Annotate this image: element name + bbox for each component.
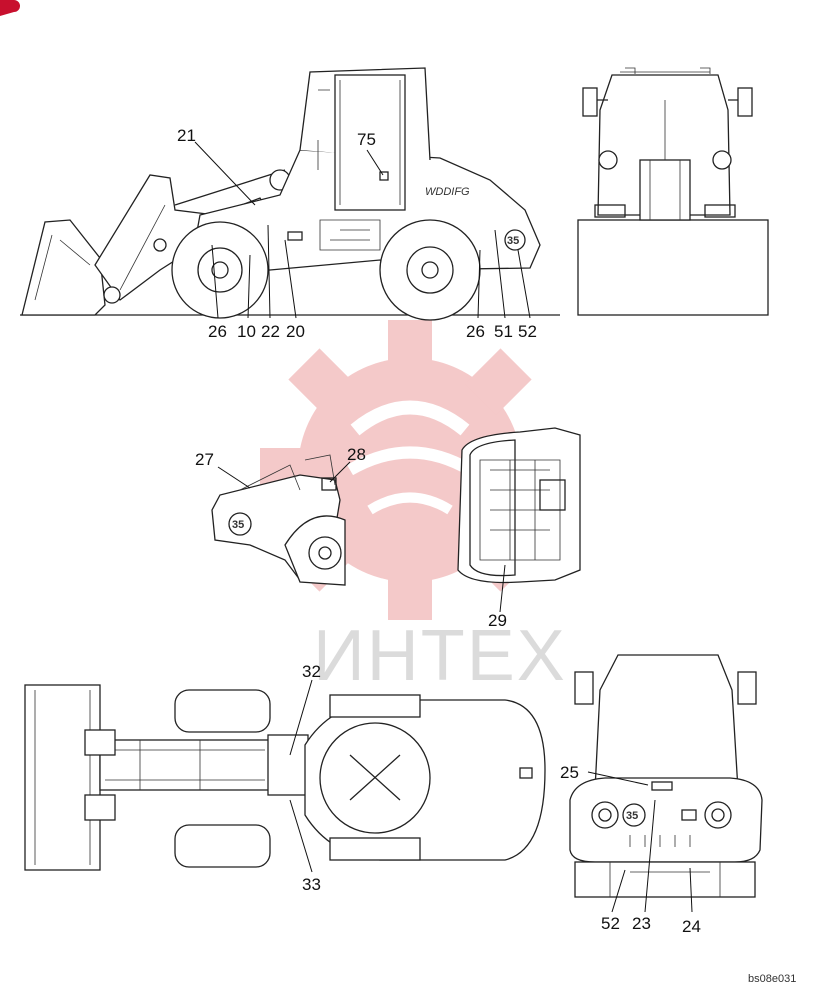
top-label-32: 32: [302, 662, 321, 681]
top-label-33: 33: [302, 875, 321, 894]
corner-mark: [0, 0, 20, 16]
side-label-10: 10: [237, 322, 256, 341]
engine-label-29: 29: [488, 611, 507, 630]
watermark-text: ИНТЕХ: [313, 616, 567, 696]
side-label-51: 51: [494, 322, 513, 341]
drawing-code: bs08e031: [748, 973, 796, 985]
side-label-75: 75: [357, 130, 376, 149]
detail-badge: 35: [232, 519, 244, 531]
rear-wheel: [379, 219, 481, 321]
rear-label-25: 25: [560, 763, 579, 782]
model-lettering: WDDIFG: [425, 186, 470, 198]
side-label-52: 52: [518, 322, 537, 341]
top-view: 32 33: [24, 662, 546, 894]
rear-label-23: 23: [632, 914, 651, 933]
side-label-22: 22: [261, 322, 280, 341]
front-wheel: [171, 221, 269, 319]
rear-view: 35 25 52 23 24: [560, 654, 763, 936]
detail-label-27: 27: [195, 450, 214, 469]
side-view: WDDIFG 35 21 75 26 10 22 20 26 51 52: [20, 67, 560, 341]
side-label-26: 26: [208, 322, 227, 341]
rear-label-52: 52: [601, 914, 620, 933]
front-detail: 35 27 28: [195, 445, 366, 586]
rear-label-24: 24: [682, 917, 701, 936]
side-label-21: 21: [177, 126, 196, 145]
detail-label-28: 28: [347, 445, 366, 464]
front-view: [577, 67, 769, 316]
side-badge: 35: [507, 235, 519, 247]
engine-detail: 29: [457, 427, 581, 630]
side-label-26b: 26: [466, 322, 485, 341]
rear-badge: 35: [626, 810, 638, 822]
side-label-20: 20: [286, 322, 305, 341]
